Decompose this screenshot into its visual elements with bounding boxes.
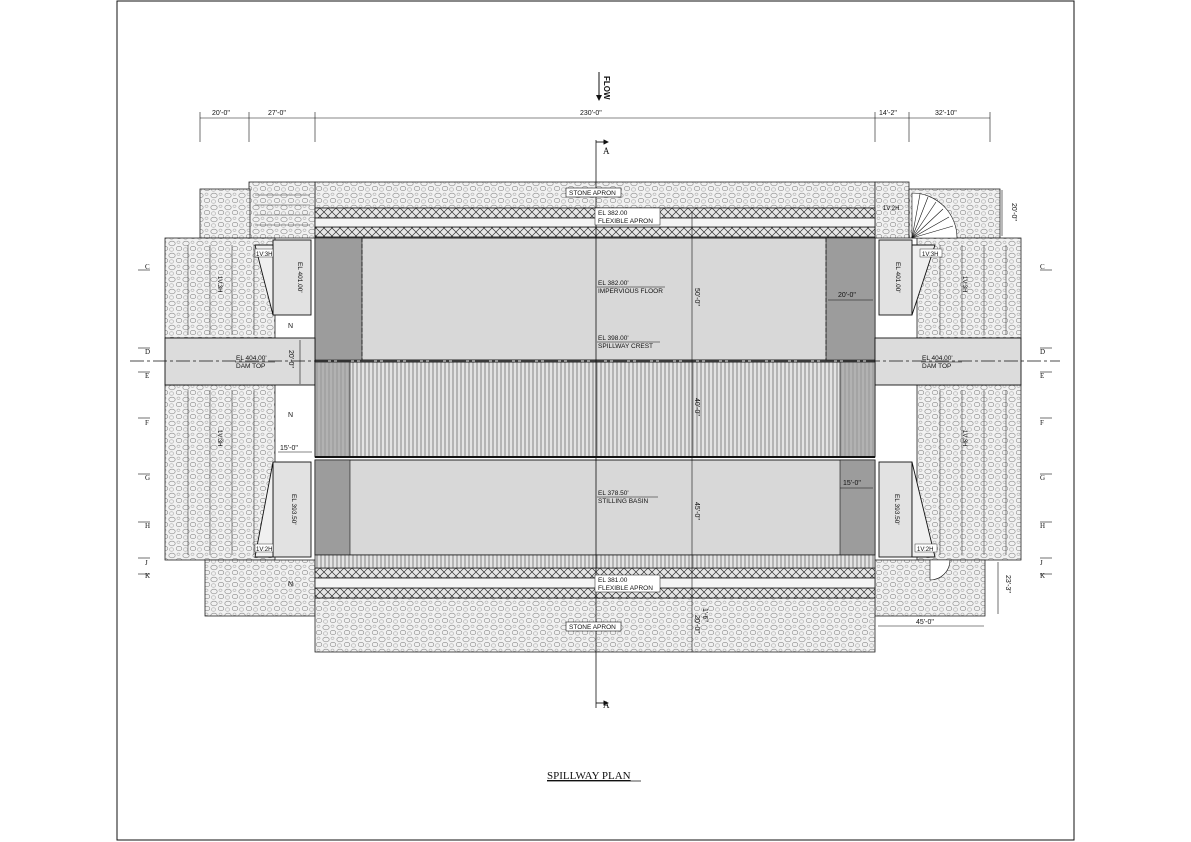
section-right-g: G: [1040, 474, 1045, 482]
section-right-j: J: [1040, 559, 1043, 567]
section-left-g: G: [145, 474, 150, 482]
dim-20-right: 20'-0": [838, 292, 856, 299]
slope-label-right-upper: 1V:3H: [961, 276, 967, 292]
dim-20-bottom: 20'-0": [693, 615, 700, 633]
section-left-h: H: [145, 522, 150, 530]
dim-1-6: 1'-6": [701, 608, 708, 622]
dim-right-bottom: 23'-3": [1004, 575, 1011, 593]
flexible-apron-top-label: FLEXIBLE APRON: [598, 218, 653, 225]
section-right-k: K: [1040, 572, 1045, 580]
section-right-f: F: [1040, 419, 1044, 427]
section-marker-bottom: A: [603, 700, 610, 710]
dim-top-5: 32'-10": [935, 110, 957, 117]
wing-walls: [254, 239, 936, 558]
spillway-crest-el: EL 398.00': [598, 335, 629, 342]
section-markers-right: [1040, 269, 1052, 575]
flexible-apron-top-el: EL 382.00: [598, 210, 628, 217]
slope-cones: [911, 192, 958, 581]
dim-50: 50'-0": [693, 288, 700, 306]
section-left-j: J: [145, 559, 148, 567]
slope-hatch-lines: [187, 194, 1007, 555]
north-mark-1: N: [288, 323, 293, 330]
dim-top-2: 27'-0": [268, 110, 286, 117]
section-right-d: D: [1040, 348, 1045, 356]
dim-40: 40'-0": [693, 398, 700, 416]
dim-15-right: 15'-0": [843, 480, 861, 487]
impervious-floor: [314, 237, 876, 361]
flexible-apron-bottom-label: FLEXIBLE APRON: [598, 585, 653, 592]
dam-top-right-el: EL 404.00': [922, 355, 953, 362]
section-left-e: E: [145, 372, 149, 380]
drawing-title: SPILLWAY PLAN: [547, 770, 631, 782]
dam-top-right: [874, 337, 1022, 386]
spillway-crest-label: SPILLWAY CREST: [598, 343, 653, 350]
section-right-h: H: [1040, 522, 1045, 530]
dim-45: 45'-0": [693, 502, 700, 520]
dim-20-dam: 20'-0": [287, 350, 294, 368]
floor-shade-right: [825, 237, 876, 361]
dam-top-left-label: DAM TOP: [236, 363, 265, 370]
stilling-basin-label: STILLING BASIN: [598, 498, 649, 505]
dam-top-left: [164, 337, 316, 386]
wall-el-upper-left: EL 401.00': [296, 262, 303, 293]
section-left-c: C: [145, 263, 150, 271]
stilling-basin-el: EL 378.50': [598, 490, 629, 497]
section-left-k: K: [145, 572, 150, 580]
stone-apron-bottom-label: STONE APRON: [569, 624, 616, 631]
stone-apron-top-label: STONE APRON: [569, 190, 616, 197]
wall-el-upper-right: EL 401.00': [894, 262, 901, 293]
north-mark-2: N: [288, 412, 293, 419]
flow-label: FLOW: [602, 76, 611, 100]
slope-label-upper-right: 1V:3H: [922, 252, 938, 258]
impervious-floor-el: EL 382.00': [598, 280, 629, 287]
section-right-e: E: [1040, 372, 1044, 380]
top-dimension-chain: [199, 112, 991, 142]
dim-right-bottom-horizontal: 45'-0": [916, 619, 934, 626]
slope-label-top-right: 1V:2H: [883, 206, 899, 212]
wall-el-lower-right: EL 393.50': [893, 494, 900, 525]
flexible-apron-bottom-el: EL 381.00: [598, 577, 628, 584]
floor-shade-left: [314, 237, 363, 361]
dim-right-top: 20'-0": [1010, 203, 1017, 221]
slope-label-upper-left: 1V:3H: [256, 252, 272, 258]
spillway-glacis: [314, 361, 876, 458]
section-left-d: D: [145, 348, 150, 356]
slope-label-left-upper: 1V:3H: [216, 276, 222, 292]
impervious-floor-label: IMPERVIOUS FLOOR: [598, 288, 663, 295]
dim-top-1: 20'-0": [212, 110, 230, 117]
section-right-c: C: [1040, 263, 1045, 271]
section-left-f: F: [145, 419, 149, 427]
north-mark-3: N: [288, 581, 293, 588]
stilling-basin: [314, 459, 876, 556]
section-marker-top: A: [603, 146, 610, 156]
dim-top-3: 230'-0": [580, 110, 602, 117]
slope-label-lower-left: 1V:2H: [256, 547, 272, 553]
dam-top-left-el: EL 404.00': [236, 355, 267, 362]
end-sill: [314, 554, 876, 569]
dam-top-right-label: DAM TOP: [922, 363, 951, 370]
slope-label-left-lower: 1V:3H: [216, 430, 222, 446]
section-markers-left: [138, 269, 150, 575]
dim-15-left: 15'-0": [280, 445, 298, 452]
slope-label-lower-right: 1V:2H: [917, 547, 933, 553]
wall-el-lower-left: EL 393.50': [290, 494, 297, 525]
slope-label-right-lower: 1V:3H: [961, 430, 967, 446]
dim-top-4: 14'-2": [879, 110, 897, 117]
